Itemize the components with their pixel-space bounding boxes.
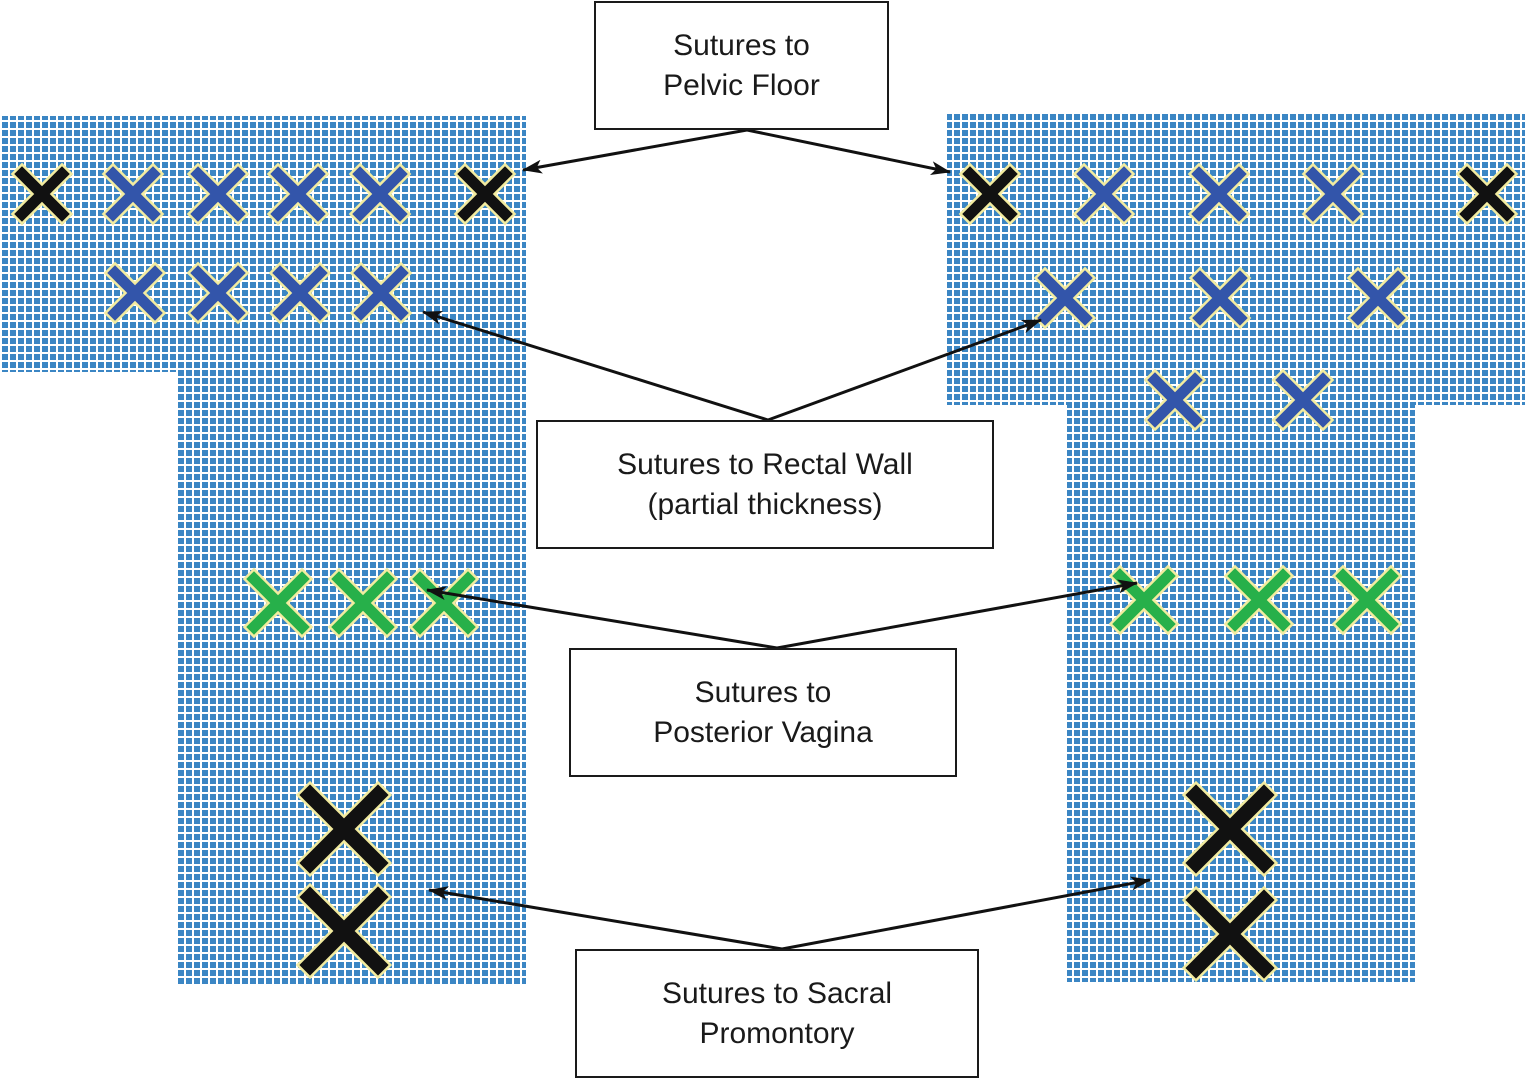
sacral-promontory-label-box: Sutures to Sacral Promontory [575,949,979,1078]
rectal-wall-label-box: Sutures to Rectal Wall (partial thicknes… [536,420,994,549]
pelvic-floor-marker-x-cross-icon [10,162,74,226]
posterior-vagina-marker-x-cross-icon [242,567,314,639]
rectal-wall-marker-x-cross-icon [1187,162,1251,226]
leader-arrows [422,128,1151,951]
sacral-promontory-marker-x-cross-icon [1181,885,1279,983]
posterior-vagina-arrow-left [426,586,778,650]
rectal-wall-marker-x-cross-icon [186,261,250,325]
rectal-wall-marker-x-cross-icon [266,162,330,226]
rectal-wall-arrow-left [422,310,769,422]
sacral-promontory-label-line1: Sutures to Sacral [661,976,893,1010]
pelvic-floor-marker-x-cross-icon [958,162,1022,226]
sacral-promontory-marker-x-cross-icon [1181,780,1279,878]
rectal-wall-marker-x-cross-icon [1271,368,1335,432]
posterior-vagina-marker-x-cross-icon [1331,564,1403,636]
rectal-wall-marker-x-cross-icon [1188,266,1252,330]
rectal-wall-marker-x-cross-icon [1033,266,1097,330]
pelvic-floor-arrow-left [522,128,748,174]
rectal-wall-marker-x-cross-icon [348,162,412,226]
rectal-wall-marker-x-cross-icon [1346,266,1410,330]
right-mesh [947,114,1525,982]
pelvic-floor-label-line1: Sutures to [673,28,810,62]
rectal-wall-marker-x-cross-icon [101,162,165,226]
posterior-vagina-arrow-right [776,579,1138,650]
rectal-wall-label-line2: (partial thickness) [647,487,883,521]
sacral-promontory-marker-x-cross-icon [295,780,393,878]
rectal-wall-marker-x-cross-icon [268,261,332,325]
sacral-promontory-marker-x-cross-icon [295,882,393,980]
pelvic-floor-label-box: Sutures to Pelvic Floor [594,1,889,130]
posterior-vagina-label-line1: Sutures to [694,675,832,709]
rectal-wall-marker-x-cross-icon [1301,162,1365,226]
rectal-wall-marker-x-cross-icon [103,261,167,325]
rectal-wall-marker-x-cross-icon [1072,162,1136,226]
pelvic-floor-arrow-right [746,128,951,176]
posterior-vagina-marker-x-cross-icon [327,567,399,639]
posterior-vagina-label-box: Sutures to Posterior Vagina [569,648,957,777]
sacral-promontory-label-line2: Promontory [699,1016,855,1050]
pelvic-floor-marker-x-cross-icon [1455,162,1519,226]
pelvic-floor-label-line2: Pelvic Floor [663,68,820,102]
rectal-wall-marker-x-cross-icon [1143,368,1207,432]
sacral-promontory-arrow-right [781,876,1151,951]
rectal-wall-label-line1: Sutures to Rectal Wall [617,447,913,481]
left-mesh [0,116,526,984]
rectal-wall-marker-x-cross-icon [186,162,250,226]
sacral-promontory-arrow-left [428,886,783,951]
posterior-vagina-label-line2: Posterior Vagina [653,715,873,749]
rectal-wall-marker-x-cross-icon [349,261,413,325]
pelvic-floor-marker-x-cross-icon [453,162,517,226]
rectal-wall-arrow-right [767,318,1042,422]
posterior-vagina-marker-x-cross-icon [1223,564,1295,636]
